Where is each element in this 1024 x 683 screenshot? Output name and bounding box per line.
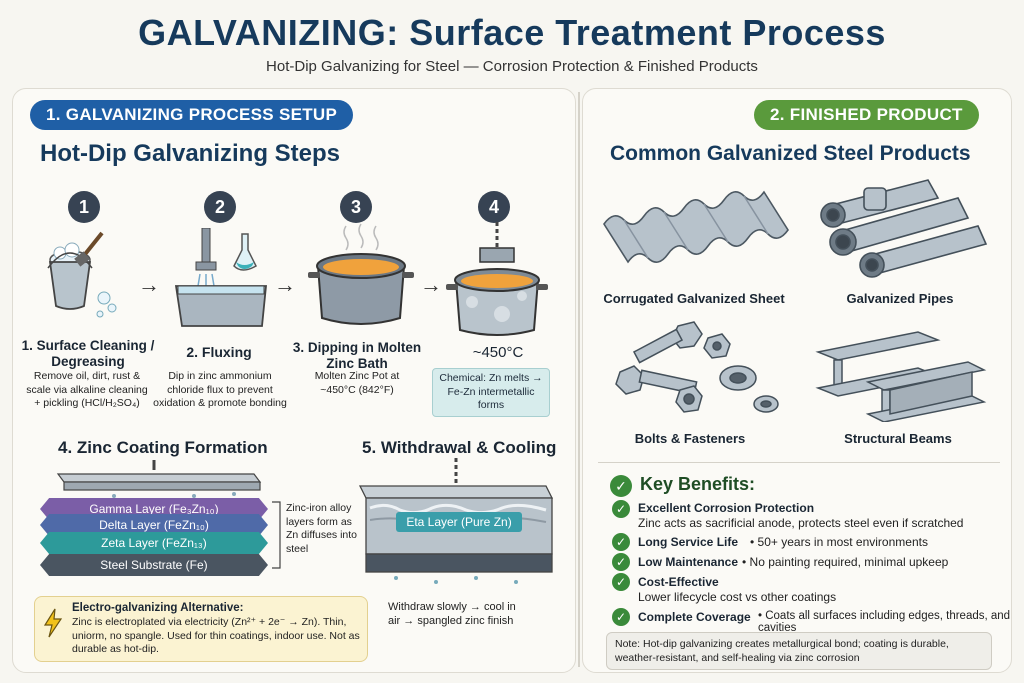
step-4-chemical-note: Chemical: Zn melts → Fe-Zn intermetallic… — [432, 368, 550, 417]
steel-plate-icon — [56, 460, 262, 498]
check-icon: ✓ — [612, 608, 630, 626]
cleaning-bucket-icon — [47, 231, 117, 318]
step-2-title: 2. Fluxing — [186, 344, 252, 360]
steel-substrate-layer: Steel Substrate (Fe) — [40, 554, 268, 576]
electro-galvanizing-box — [34, 596, 368, 662]
coating-note: Zinc-iron alloy layers form as Zn diffus… — [286, 502, 358, 555]
alternative-title: Electro-galvanizing Alternative: — [72, 602, 244, 614]
check-icon: ✓ — [612, 573, 630, 591]
withdrawal-desc: Withdraw slowly → cool in air → spangled… — [388, 601, 516, 628]
benefit-desc-3: • No painting required, minimal upkeep — [742, 555, 949, 569]
page-title: GALVANIZING: Surface Treatment Process — [138, 12, 886, 53]
step-3-title: 3. Dipping in Molten Zinc Bath — [292, 340, 422, 371]
benefits-note: Note: Hot-dip galvanizing creates metall… — [606, 632, 992, 671]
benefit-title-5: Complete Coverage — [638, 610, 751, 624]
galvanized-pot-icon — [446, 222, 548, 336]
product-label-bolts: Bolts & Fasteners — [634, 431, 746, 446]
benefit-desc-2: • 50+ years in most environments — [750, 535, 928, 549]
process-heading: Hot-Dip Galvanizing Steps — [40, 140, 341, 167]
section-pill-finished: 2. FINISHED PRODUCT — [754, 100, 979, 130]
benefit-title-3: Low Maintenance — [638, 555, 739, 569]
step-number-2: 2 — [204, 191, 236, 223]
pipes-icon — [820, 179, 988, 278]
benefit-title-1: Excellent Corrosion Protection — [638, 501, 815, 515]
beams-icon — [815, 331, 987, 422]
check-icon: ✓ — [612, 533, 630, 551]
eta-layer: Eta Layer (Pure Zn) — [396, 512, 522, 532]
bolts-icon — [615, 321, 779, 413]
step-2-desc: Dip in zinc ammonium chloride flux to pr… — [153, 370, 287, 410]
benefits-box — [598, 462, 1000, 666]
page-subtitle: Hot-Dip Galvanizing for Steel — Corrosio… — [266, 58, 758, 75]
coating-heading: 4. Zinc Coating Formation — [58, 438, 268, 457]
step-number-4: 4 — [478, 191, 510, 223]
arrow-1-2: → — [138, 272, 160, 297]
products-heading: Common Galvanized Steel Products — [610, 142, 971, 165]
arrow-3-4: → — [420, 272, 442, 297]
check-icon: ✓ — [610, 475, 632, 497]
step-number-1: 1 — [68, 191, 100, 223]
step-1-title: 1. Surface Cleaning / Degreasing — [21, 338, 155, 369]
benefit-title-2: Long Service Life — [638, 535, 739, 549]
layer-bracket — [272, 501, 281, 569]
arrow-2-3: → — [274, 272, 296, 297]
product-label-pipes: Galvanized Pipes — [846, 291, 954, 306]
divider — [578, 92, 580, 667]
alternative-text: Zinc is electroplated via electricity (Z… — [72, 616, 360, 656]
step-4-temp: ~450°C — [472, 344, 524, 361]
benefit-title-4: Cost-Effective — [638, 575, 719, 589]
check-icon: ✓ — [612, 553, 630, 571]
benefit-desc-1: Zinc acts as sacrificial anode, protects… — [638, 516, 964, 530]
withdrawal-heading: 5. Withdrawal & Cooling — [362, 438, 557, 457]
benefit-desc-5: • Coats all surfaces including edges, th… — [758, 610, 1011, 634]
flux-tank-icon — [174, 228, 267, 327]
delta-layer: Delta Layer (FeZn₁₀) — [40, 514, 268, 536]
step-3-desc: Molten Zinc Pot at ~450°C (842°F) — [314, 370, 400, 396]
product-label-sheet: Corrugated Galvanized Sheet — [603, 291, 785, 306]
section-pill-process: 1. GALVANIZING PROCESS SETUP — [30, 100, 354, 130]
zeta-layer: Zeta Layer (FeZn₁₃) — [40, 532, 268, 554]
step-1-desc: Remove oil, dirt, rust & scale via alkal… — [26, 370, 148, 410]
lightning-icon — [43, 608, 63, 638]
corrugated-sheet-icon — [603, 190, 789, 264]
step-number-3: 3 — [340, 191, 372, 223]
benefits-heading: Key Benefits: — [640, 474, 756, 494]
product-label-beams: Structural Beams — [844, 431, 952, 446]
zinc-pot-icon — [308, 223, 414, 325]
check-icon: ✓ — [612, 500, 630, 518]
benefit-desc-4: Lower lifecycle cost vs other coatings — [638, 590, 837, 604]
